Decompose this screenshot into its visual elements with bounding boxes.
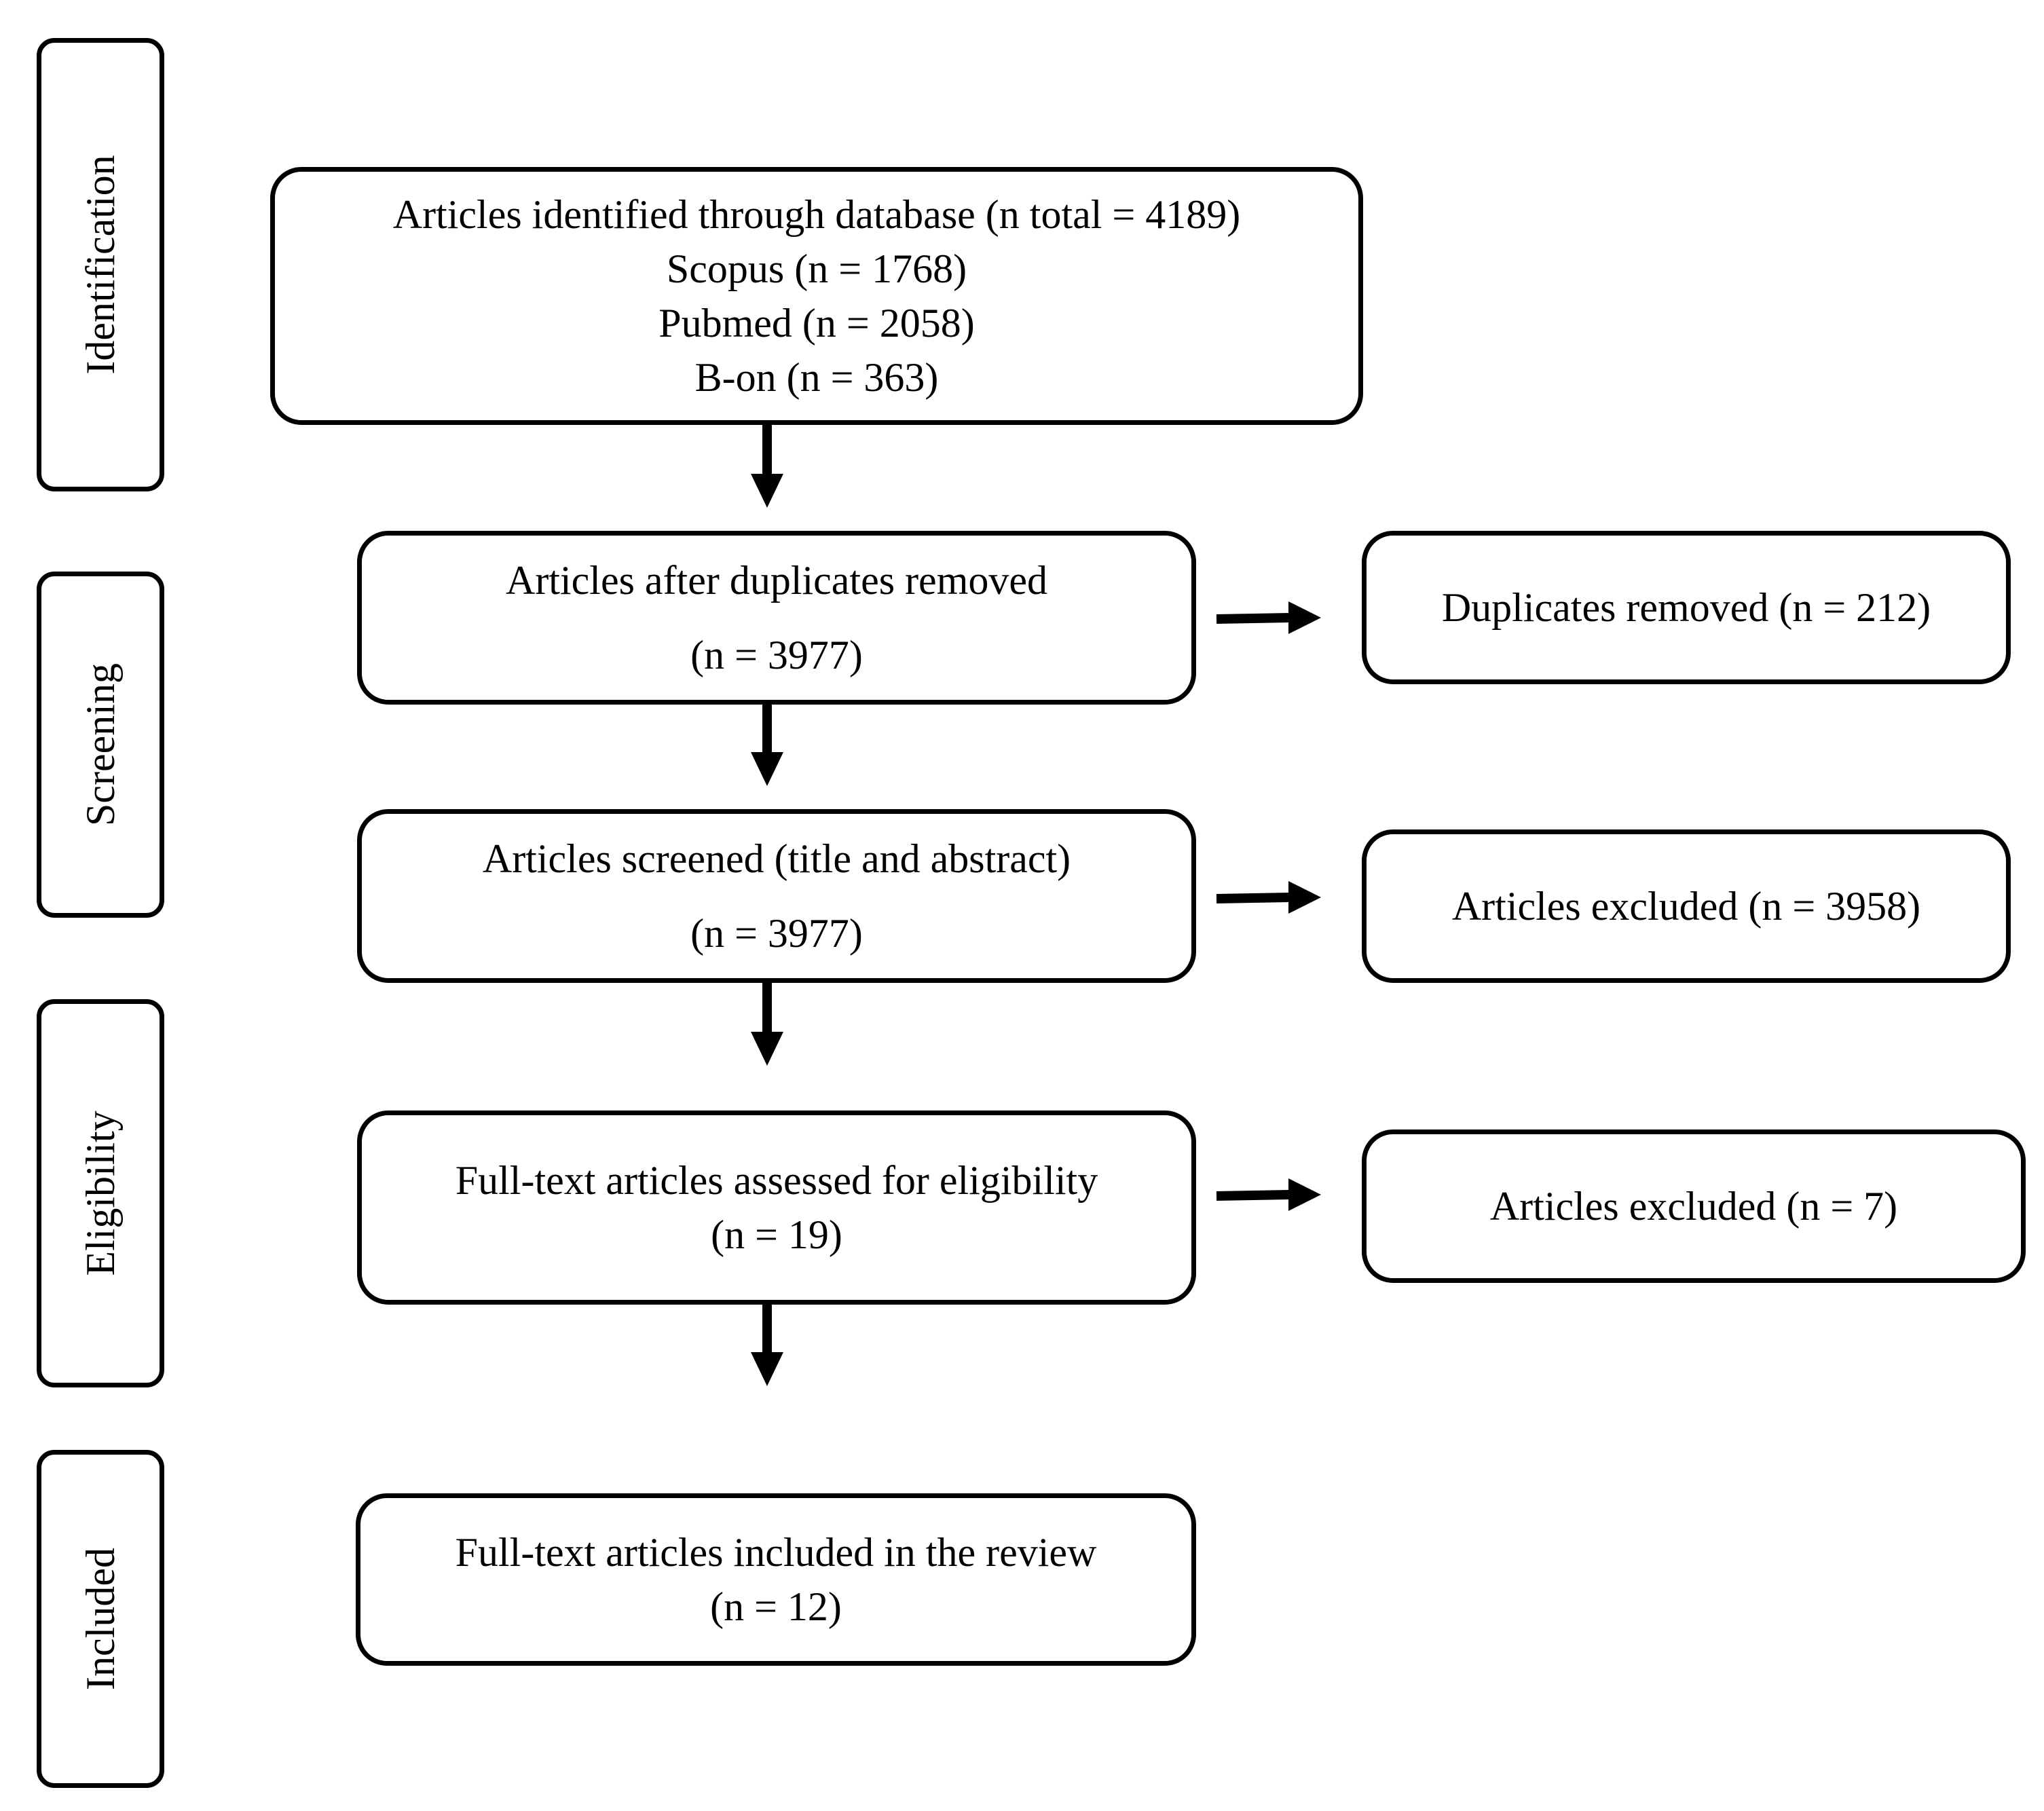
arrow-eligibility-to-included [751, 1305, 783, 1386]
identified-bon-text: B-on (n = 363) [694, 355, 939, 400]
identified-pubmed-text: Pubmed (n = 2058) [658, 301, 975, 346]
box-included: Full-text articles included in the revie… [356, 1493, 1196, 1666]
arrow-identified-to-after-duplicates [751, 425, 783, 508]
included-label: Full-text articles included in the revie… [455, 1530, 1097, 1575]
arrow-to-excluded-screening [1216, 881, 1321, 914]
box-duplicates-removed: Duplicates removed (n = 212) [1362, 531, 2011, 684]
screened-count: (n = 3977) [690, 911, 863, 956]
phase-eligibility: Eligibility [37, 999, 164, 1387]
box-eligibility: Full-text articles assessed for eligibil… [357, 1110, 1196, 1305]
box-after-duplicates: Articles after duplicates removed (n = 3… [357, 531, 1196, 705]
arrow-after-duplicates-to-screened [751, 705, 783, 786]
box-records-identified: Articles identified through database (n … [270, 167, 1363, 425]
phase-included-label: Included [78, 1548, 123, 1690]
box-excluded-screening: Articles excluded (n = 3958) [1362, 829, 2011, 983]
phase-included: Included [37, 1450, 164, 1788]
box-excluded-eligibility: Articles excluded (n = 7) [1362, 1129, 2026, 1283]
after-duplicates-label: Articles after duplicates removed [506, 558, 1047, 603]
after-duplicates-count: (n = 3977) [690, 633, 863, 677]
screened-label: Articles screened (title and abstract) [482, 836, 1071, 881]
eligibility-label: Full-text articles assessed for eligibil… [455, 1158, 1098, 1203]
phase-screening: Screening [37, 572, 164, 918]
phase-identification: Identification [37, 38, 164, 491]
identified-scopus-text: Scopus (n = 1768) [666, 246, 967, 291]
phase-eligibility-label: Eligibility [78, 1110, 123, 1276]
arrow-to-duplicates-removed [1216, 601, 1321, 634]
box-screened: Articles screened (title and abstract) (… [357, 809, 1196, 983]
arrow-to-excluded-eligibility [1216, 1178, 1321, 1211]
eligibility-count: (n = 19) [711, 1212, 842, 1257]
phase-identification-label: Identification [78, 155, 123, 375]
arrow-screened-to-eligibility [751, 983, 783, 1066]
excluded-eligibility-text: Articles excluded (n = 7) [1489, 1184, 1898, 1229]
included-count: (n = 12) [710, 1584, 842, 1629]
identified-total-text: Articles identified through database (n … [392, 192, 1241, 237]
excluded-screening-text: Articles excluded (n = 3958) [1451, 884, 1921, 929]
duplicates-removed-text: Duplicates removed (n = 212) [1441, 585, 1931, 630]
phase-screening-label: Screening [78, 663, 123, 826]
